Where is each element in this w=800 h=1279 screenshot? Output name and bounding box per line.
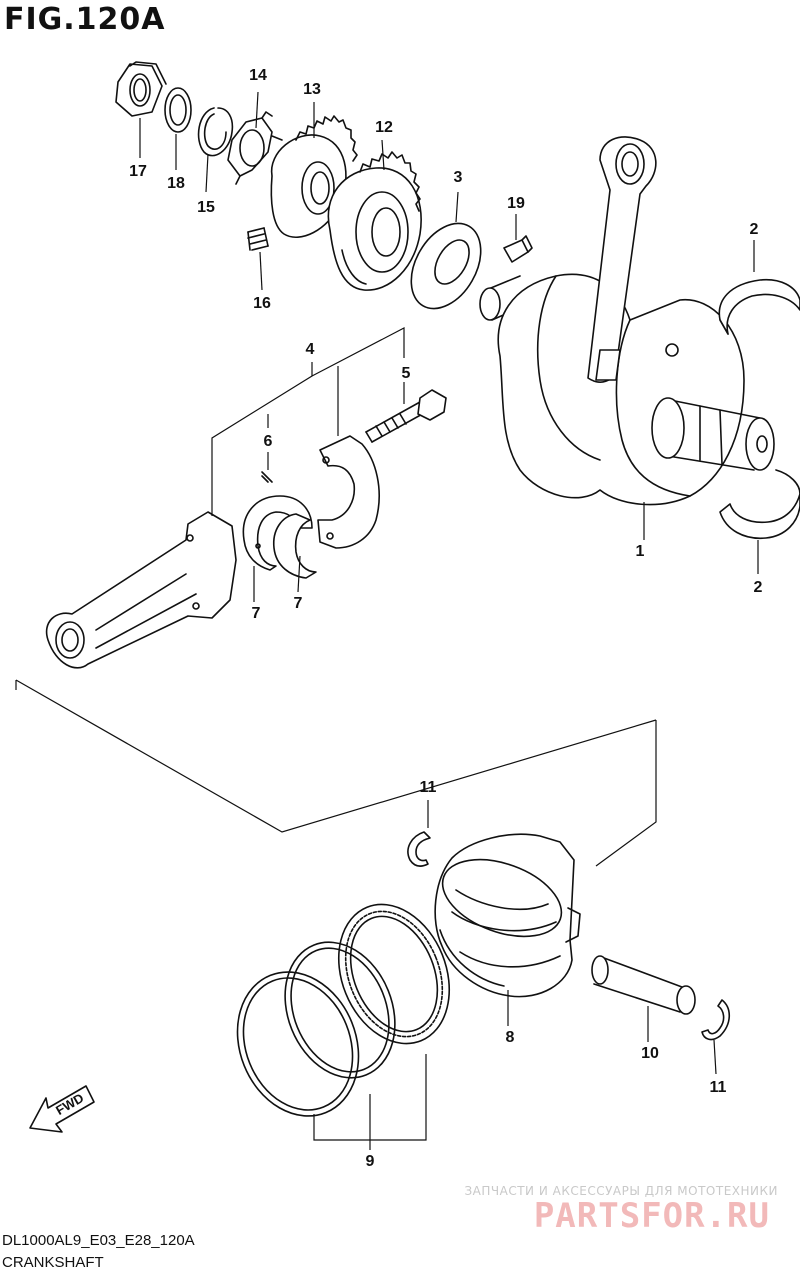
callout-16: 16 [253, 295, 271, 312]
part-10-piston-pin [591, 955, 696, 1015]
part-6-pin [261, 471, 273, 483]
watermark-tagline: ЗАПЧАСТИ И АКСЕССУАРЫ ДЛЯ МОТОТЕХНИКИ [464, 1184, 778, 1198]
part-17-nut [115, 61, 167, 117]
callout-1: 1 [636, 543, 645, 560]
part-12-gear [327, 151, 422, 291]
callout-7-left: 7 [252, 605, 261, 622]
model-code: DL1000AL9_E03_E28_120A [2, 1232, 195, 1249]
callout-2-upper: 2 [750, 221, 759, 238]
callout-12: 12 [375, 119, 393, 136]
figure-title: FIG.120A [4, 2, 166, 37]
callout-6: 6 [264, 433, 273, 450]
part-19-key [503, 235, 533, 263]
part-13-gear [270, 115, 358, 239]
forward-direction-arrow-icon: FWD [29, 1085, 95, 1133]
watermark-brand: PARTSFOR.RU [533, 1196, 770, 1236]
callout-17: 17 [129, 163, 147, 180]
callout-7-right: 7 [294, 595, 303, 612]
part-4-conrod-cap [317, 435, 380, 549]
part-3-washer [410, 222, 482, 310]
callout-3: 3 [454, 169, 463, 186]
callout-8: 8 [506, 1029, 515, 1046]
callout-13: 13 [303, 81, 321, 98]
callout-15: 15 [197, 199, 215, 216]
callout-11-bottom: 11 [710, 1079, 727, 1096]
part-11-circlip-bottom [701, 999, 731, 1041]
callout-11-top: 11 [420, 779, 437, 796]
part-4-conrod [45, 511, 237, 669]
callout-4: 4 [306, 341, 315, 358]
leader-lines [15, 91, 759, 1150]
callout-10: 10 [641, 1045, 659, 1062]
part-8-piston [434, 833, 581, 998]
part-18-washer [164, 87, 192, 133]
callout-9: 9 [366, 1153, 375, 1170]
part-16-spring [247, 227, 269, 251]
part-11-circlip-top [407, 831, 431, 867]
part-9-piston-rings [236, 903, 451, 1117]
part-7-bearing-shell-b [272, 513, 317, 579]
callout-19: 19 [507, 195, 525, 212]
part-5-bolt [365, 389, 447, 443]
callout-5: 5 [402, 365, 411, 382]
callout-labels: 1 2 2 3 4 5 6 7 7 8 9 10 11 11 12 13 14 … [129, 67, 762, 1170]
part-2-bearing-lower [719, 469, 800, 539]
part-15-circlip [197, 107, 234, 157]
part-14-lock-washer [227, 111, 283, 185]
part-2-bearing-upper [718, 278, 800, 335]
diagram-caption: CRANKSHAFT [2, 1254, 104, 1271]
callout-2-lower: 2 [754, 579, 763, 596]
callout-18: 18 [167, 175, 185, 192]
callout-14: 14 [249, 67, 267, 84]
part-1-crankshaft [479, 136, 775, 506]
